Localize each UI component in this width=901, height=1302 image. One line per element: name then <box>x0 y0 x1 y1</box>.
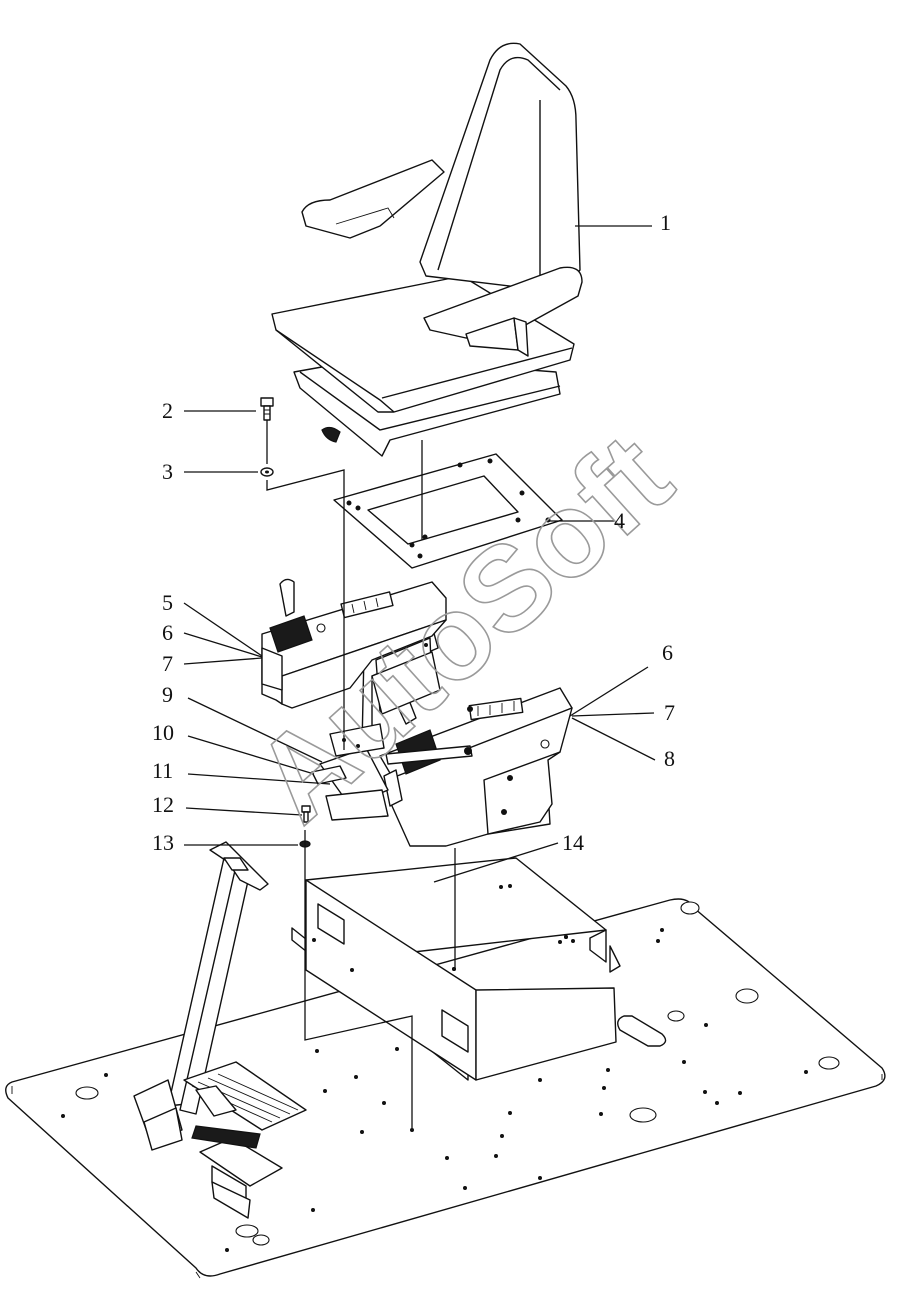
left-control-console <box>261 578 447 715</box>
mounting-plate <box>333 453 563 569</box>
callout-6-right: 6 <box>662 640 673 665</box>
plate-bolt-holes <box>61 918 808 1252</box>
fasteners <box>260 397 311 848</box>
seat-box <box>291 857 621 1081</box>
callout-9: 9 <box>162 682 173 707</box>
base-plate <box>5 898 886 1279</box>
callout-14: 14 <box>562 830 584 855</box>
callout-11: 11 <box>152 758 173 783</box>
leader-lines <box>183 225 656 883</box>
callout-1: 1 <box>660 210 671 235</box>
pedal-assembly <box>133 841 307 1219</box>
callout-6-left: 6 <box>162 620 173 645</box>
callout-13: 13 <box>152 830 174 855</box>
callout-10: 10 <box>152 720 174 745</box>
callout-4: 4 <box>614 508 625 533</box>
assembly-center-lines <box>266 420 456 1128</box>
callout-8: 8 <box>664 746 675 771</box>
right-control-console <box>379 671 573 847</box>
callout-7-left: 7 <box>162 651 173 676</box>
callout-5: 5 <box>162 590 173 615</box>
callout-labels: 1 2 3 4 5 6 7 6 7 8 9 10 11 12 13 14 <box>152 210 675 855</box>
callout-2: 2 <box>162 398 173 423</box>
callout-12: 12 <box>152 792 174 817</box>
callout-3: 3 <box>162 459 173 484</box>
callout-7-right: 7 <box>664 700 675 725</box>
operator-seat <box>271 42 583 457</box>
